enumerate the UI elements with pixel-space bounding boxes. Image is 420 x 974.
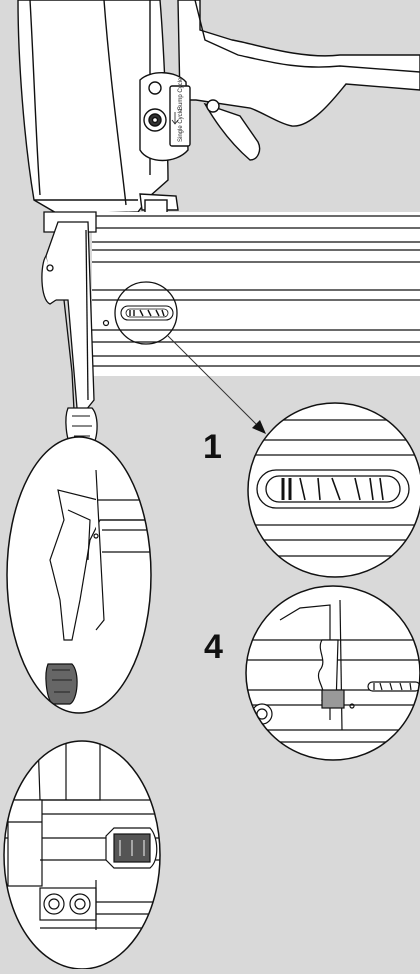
pointer-arrow-icon — [167, 335, 266, 434]
nose-detail-view — [6, 436, 152, 714]
magnified-view-4 — [245, 585, 420, 761]
tool-body — [17, 0, 420, 222]
magnified-view-1 — [247, 402, 420, 578]
nose-reinstall-view — [3, 740, 161, 970]
step-number-1: 1 — [203, 428, 222, 466]
mode-selector-icon: Single Cycle Bump Cycle — [171, 77, 184, 142]
bump-cycle-label: Bump Cycle — [178, 77, 184, 110]
magazine-rail — [92, 212, 420, 376]
step-number-4: 4 — [204, 628, 223, 666]
single-cycle-label: Single Cycle — [178, 108, 184, 142]
callout-spot — [114, 281, 178, 345]
nose-piece — [41, 211, 98, 449]
